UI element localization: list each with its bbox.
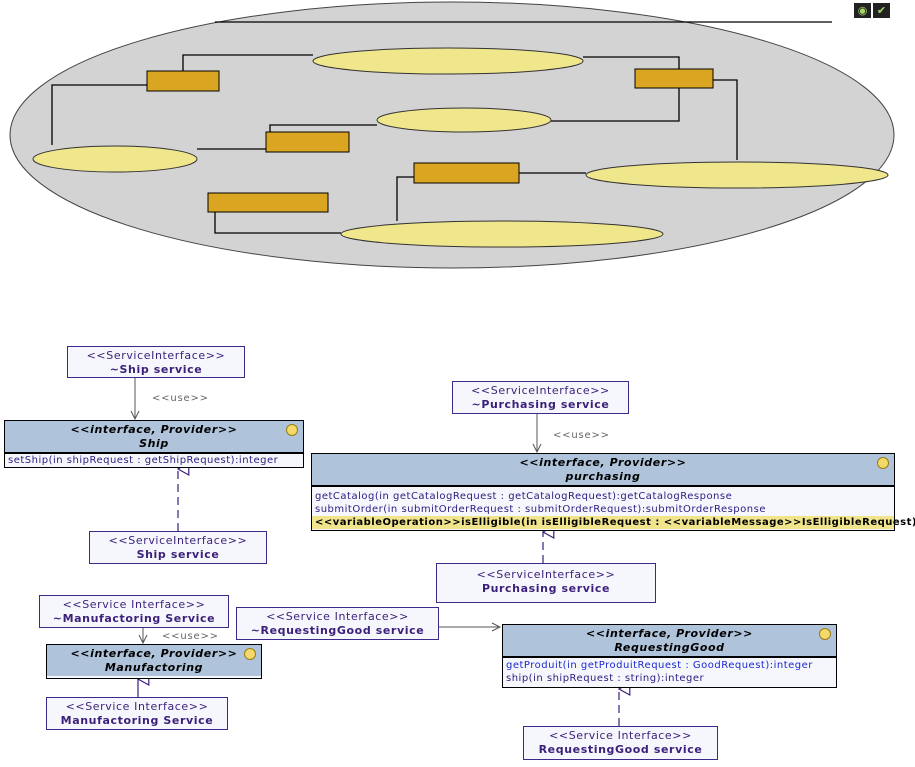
activity-ellipse [376, 107, 552, 133]
manufactoring-required-interface[interactable]: <<Service Interface>> ~Manufactoring Ser… [39, 595, 229, 628]
ship-required-interface[interactable]: <<ServiceInterface>> ~Ship service [67, 346, 245, 378]
interface-name: ~Purchasing service [471, 398, 610, 411]
stereotype: <<interface, Provider>> [585, 627, 753, 640]
interface-name: Manufactoring [104, 661, 204, 674]
requestinggood-interface[interactable]: <<interface, Provider>>RequestingGood ge… [502, 624, 837, 688]
stereotype: <<ServiceInterface>> [476, 568, 616, 581]
ship-provided-interface[interactable]: <<ServiceInterface>> Ship service [89, 531, 267, 564]
stereotype: <<Service Interface>> [549, 729, 692, 742]
task-rect [634, 68, 714, 89]
requestinggood-required-interface[interactable]: <<Service Interface>> ~RequestingGood se… [236, 607, 439, 640]
status-icons: ◉ ✔ [854, 3, 890, 18]
interface-name: Ship service [136, 548, 220, 561]
interface-icon [819, 628, 831, 640]
task-rect [413, 162, 520, 184]
variable-operation[interactable]: <<variableOperation>>isElligible(in isEl… [312, 516, 915, 529]
interface-name: ~Ship service [109, 363, 203, 376]
manufactoring-provided-interface[interactable]: <<Service Interface>> Manufactoring Serv… [46, 697, 228, 730]
activity-ellipse [340, 220, 664, 248]
use-label: <<use>> [553, 430, 610, 441]
interface-icon [286, 424, 298, 436]
stereotype: <<Service Interface>> [266, 610, 409, 623]
interface-name: ~RequestingGood service [250, 624, 425, 637]
manufactoring-interface[interactable]: <<interface, Provider>>Manufactoring [46, 644, 262, 679]
interface-name: RequestingGood service [538, 743, 703, 756]
interface-name: ~Manufactoring Service [52, 612, 216, 625]
stereotype: <<ServiceInterface>> [108, 534, 248, 547]
interface-icon [877, 457, 889, 469]
activity-ellipse [312, 47, 584, 75]
interface-name: Purchasing service [481, 582, 611, 595]
purchasing-required-interface[interactable]: <<ServiceInterface>> ~Purchasing service [452, 381, 629, 414]
use-label: <<use>> [162, 631, 219, 642]
task-rect [146, 70, 220, 92]
interface-icon [244, 648, 256, 660]
interface-name: Ship [139, 437, 169, 450]
operation[interactable]: ship(in shipRequest : string):integer [506, 673, 705, 684]
stereotype: <<interface, Provider>> [70, 647, 238, 660]
validate-check-icon[interactable]: ✔ [873, 3, 890, 18]
interface-name: RequestingGood [614, 641, 725, 654]
use-label: <<use>> [152, 393, 209, 404]
activity-ellipse [32, 145, 198, 173]
activity-ellipse [585, 161, 889, 189]
stereotype: <<ServiceInterface>> [86, 349, 226, 362]
capture-icon[interactable]: ◉ [854, 3, 871, 18]
ship-interface[interactable]: <<interface, Provider>>Ship setShip(in s… [4, 420, 304, 468]
purchasing-interface[interactable]: <<interface, Provider>>purchasing getCat… [311, 453, 915, 531]
stereotype: <<ServiceInterface>> [471, 384, 610, 397]
requestinggood-provided-interface[interactable]: <<Service Interface>> RequestingGood ser… [523, 726, 718, 760]
purchasing-provided-interface[interactable]: <<ServiceInterface>> Purchasing service [436, 563, 656, 603]
operation[interactable]: getProduit(in getProduitRequest : GoodRe… [506, 660, 813, 671]
interface-name: purchasing [565, 470, 641, 483]
task-rect [265, 131, 350, 153]
stereotype: <<interface, Provider>> [519, 456, 687, 469]
operation[interactable]: setShip(in shipRequest : getShipRequest)… [8, 455, 279, 466]
stereotype: <<Service Interface>> [62, 598, 206, 611]
stereotype: <<Service Interface>> [65, 700, 209, 713]
operation[interactable]: getCatalog(in getCatalogRequest : getCat… [315, 491, 733, 502]
stereotype: <<interface, Provider>> [70, 423, 238, 436]
task-rect [207, 192, 329, 213]
interface-name: Manufactoring Service [60, 714, 214, 727]
operation[interactable]: submitOrder(in submitOrderRequest : subm… [315, 504, 766, 515]
